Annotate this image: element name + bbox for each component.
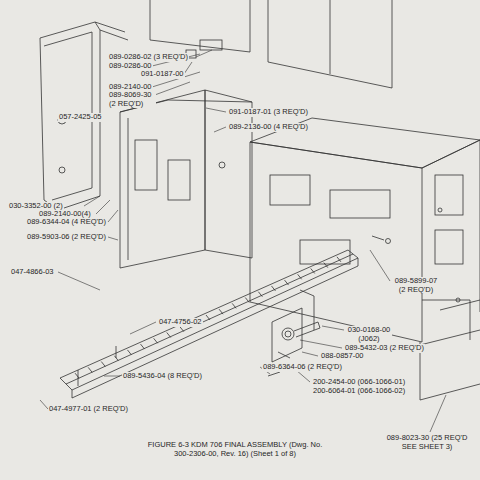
part-callout: 089-6344-04 (4 REQ'D) — [26, 218, 107, 227]
rail-notch — [141, 344, 145, 349]
rail-notch — [101, 362, 105, 367]
rail-notch — [88, 367, 92, 372]
rail-notch — [75, 373, 79, 378]
part-callout: 089-5899-07 (2 REQ'D) — [392, 277, 440, 294]
rail — [60, 250, 358, 390]
rail-notch — [219, 309, 223, 314]
rail-notch — [167, 332, 171, 337]
rail-notch — [324, 263, 328, 268]
part-callout: 088-0857-00 — [320, 352, 365, 361]
part-callout: 089-2136-00 (4 REQ'D) — [228, 123, 309, 132]
rail-notch — [180, 327, 184, 332]
part-callout: 089-0286-02 (3 REQ'D) — [108, 53, 189, 62]
part-callout: 200-2454-00 (066-1066-01) — [312, 378, 406, 387]
rail-notch — [258, 292, 262, 297]
figure-caption: FIGURE 6-3 KDM 706 FINAL ASSEMBLY (Dwg. … — [140, 440, 330, 458]
rail-notch — [232, 303, 236, 308]
part-callout: 200-6064-01 (066-1066-02) — [312, 387, 406, 396]
part-callout: 091-0187-00 — [140, 70, 185, 79]
connector-plate — [272, 308, 302, 362]
part-callout: 047-4756-02 — [158, 318, 203, 327]
rail-notch — [298, 274, 302, 279]
rail-notch — [206, 315, 210, 320]
middle-box-front — [120, 90, 205, 268]
part-callout: 047-4977-01 (2 REQ'D) — [48, 405, 129, 414]
part-callout: 089-6364-06 (2 REQ'D) — [262, 363, 343, 372]
rail-notch — [154, 338, 158, 343]
part-callout: 047-4866-03 — [10, 268, 55, 277]
part-callout: 057-2425-05 — [58, 113, 103, 122]
upper-panel — [268, 0, 392, 88]
rail-notch — [337, 257, 341, 262]
rail-notch — [311, 268, 315, 273]
rail-notch — [127, 350, 131, 355]
part-callout: 089-5436-04 (8 REQ'D) — [122, 372, 203, 381]
part-callout: 091-0187-01 (3 REQ'D) — [228, 108, 309, 117]
part-callout: 089-5903-06 (2 REQ'D) — [26, 233, 107, 242]
part-callout: 030-0168-00 (J062) — [346, 326, 392, 343]
rail-notch — [285, 280, 289, 285]
rail-notch — [245, 298, 249, 303]
rail-notch — [271, 286, 275, 291]
part-callout: 089-8069-30 (2 REQ'D) — [108, 91, 156, 108]
part-callout: 089-8023-30 (25 REQ'D SEE SHEET 3) — [378, 434, 476, 451]
